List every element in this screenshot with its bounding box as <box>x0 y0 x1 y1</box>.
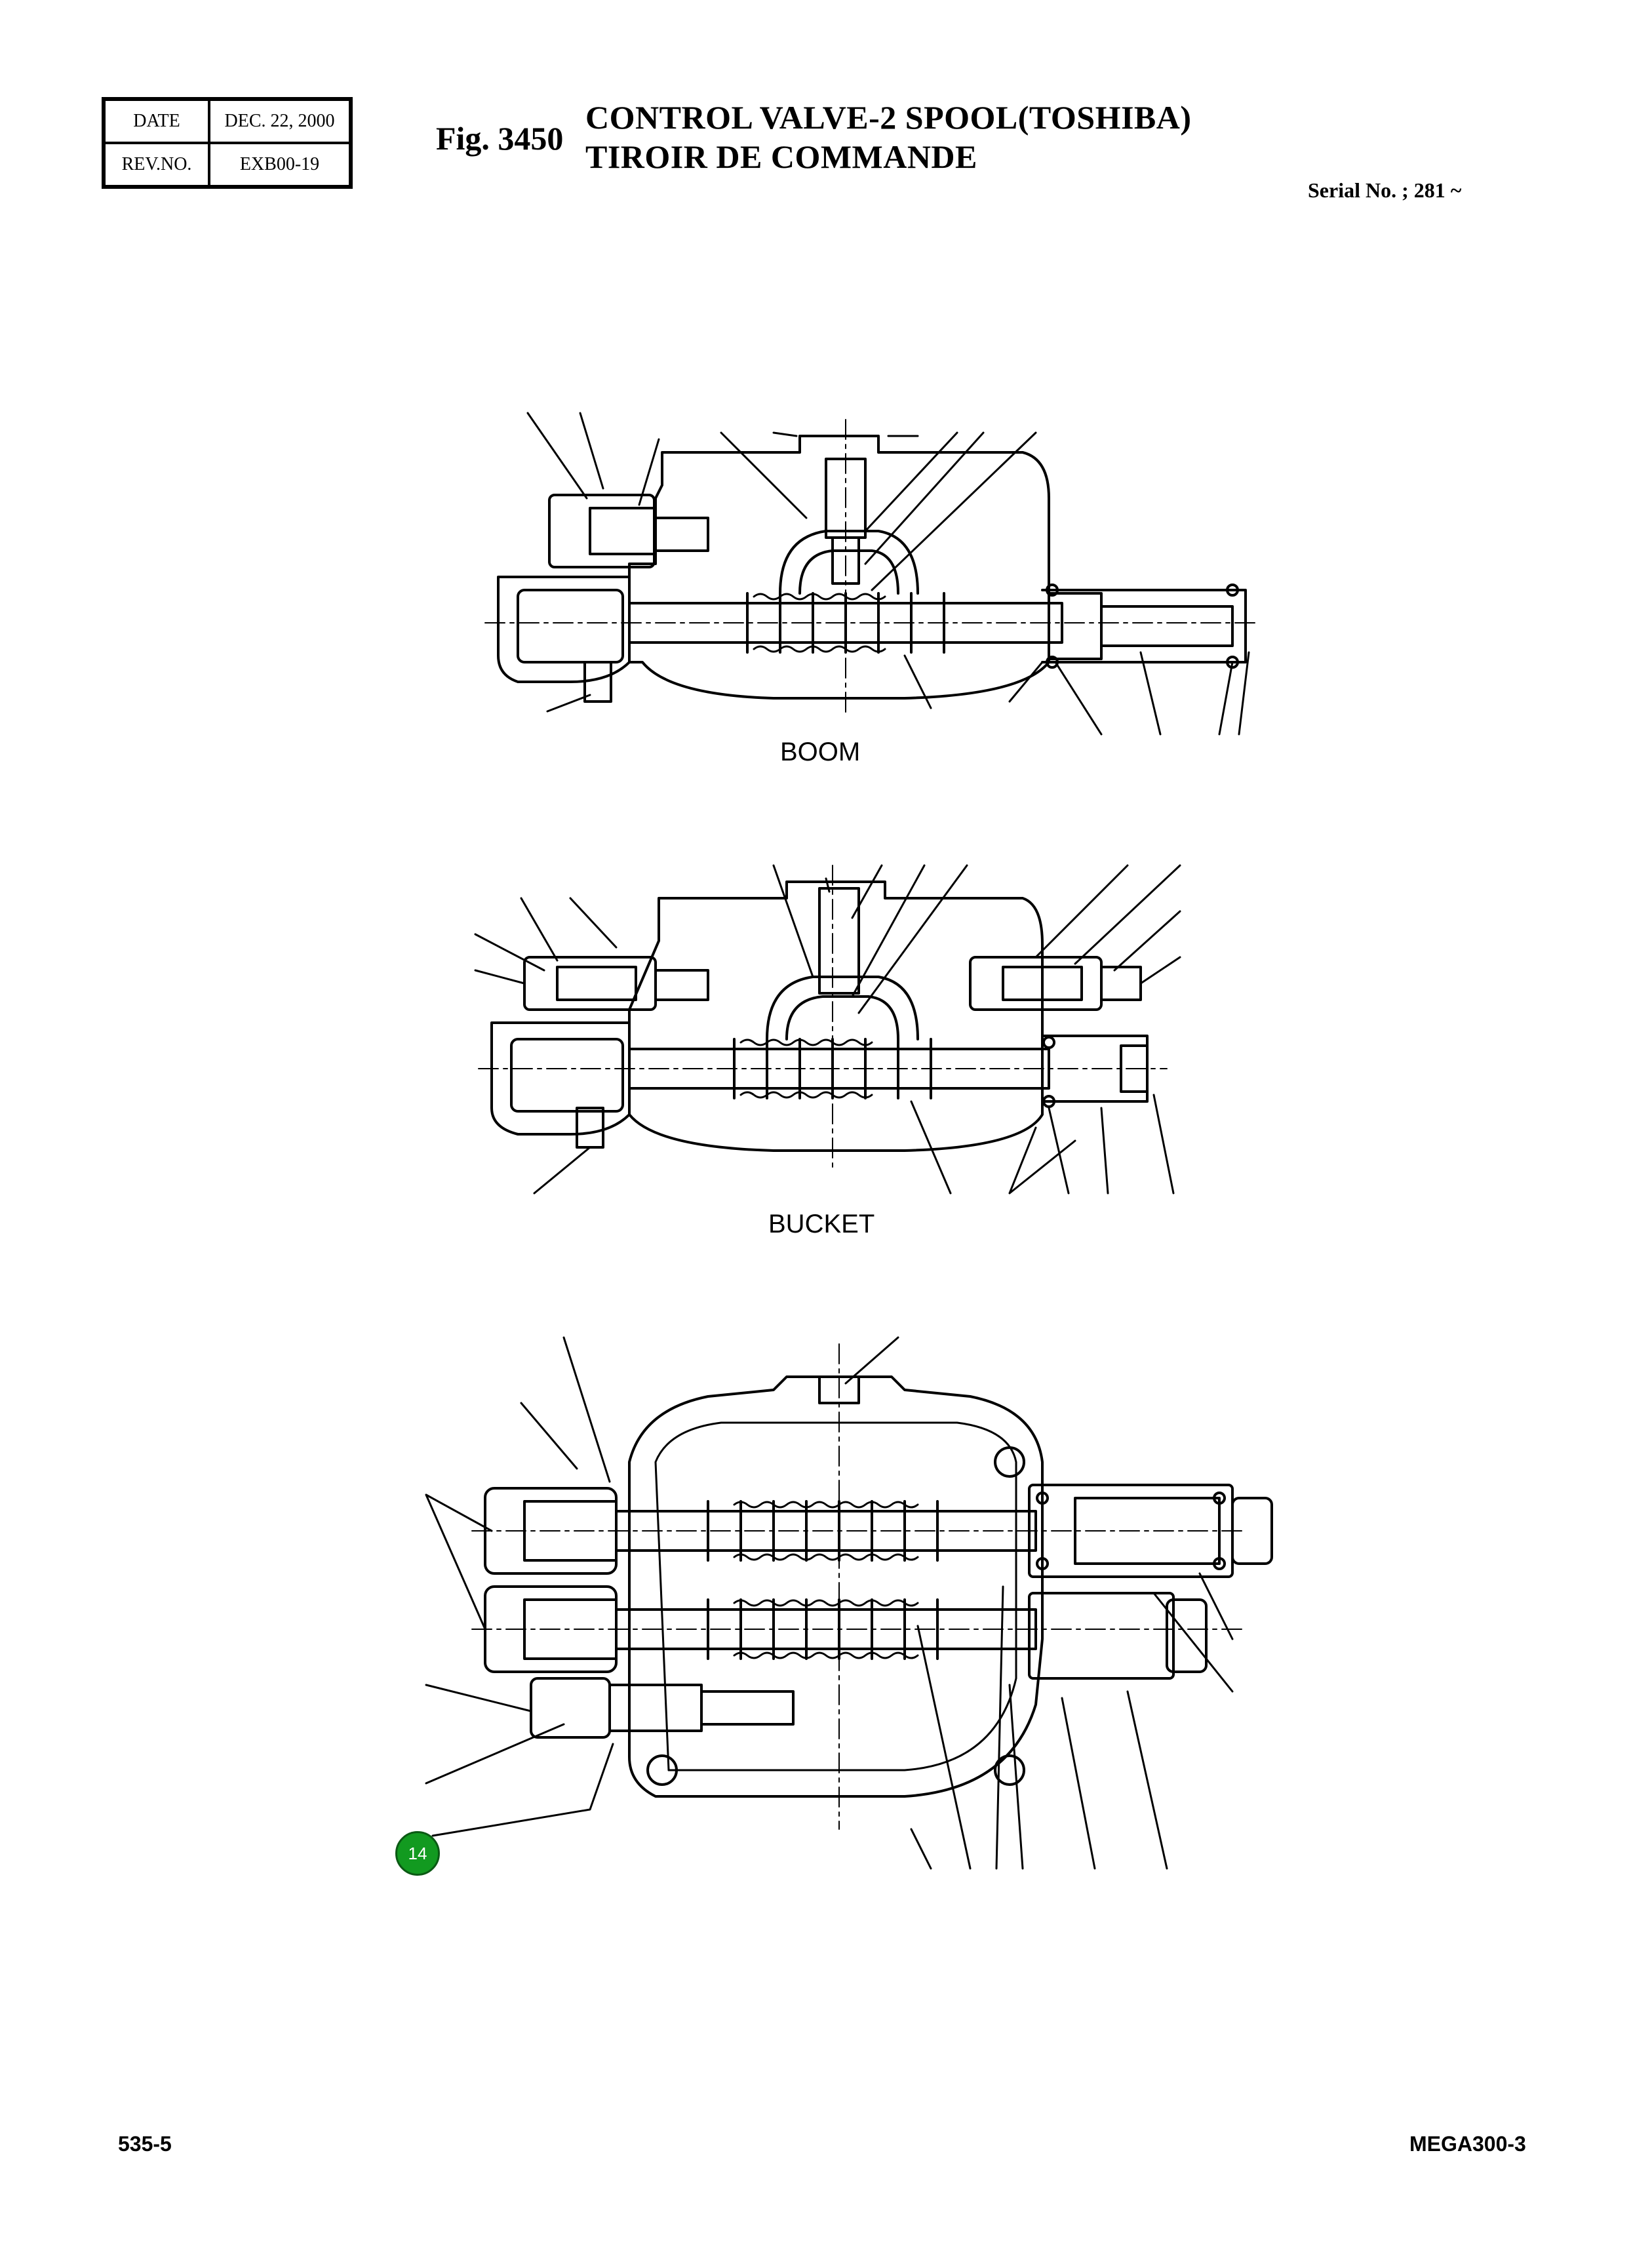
boom-label: BOOM <box>780 738 861 766</box>
date-value: DEC. 22, 2000 <box>209 100 350 143</box>
title-french: TIROIR DE COMMANDE <box>585 138 977 175</box>
spool-pair-view <box>425 1336 1273 1870</box>
bucket-view <box>474 864 1181 1195</box>
figure-number: Fig. 3450 <box>436 120 564 157</box>
boom-view <box>484 412 1259 736</box>
revision-table: DATE DEC. 22, 2000 REV.NO. EXB00-19 <box>102 97 353 189</box>
rev-value: EXB00-19 <box>209 143 350 186</box>
date-label: DATE <box>104 100 209 143</box>
part-callout-14[interactable]: 14 <box>395 1831 440 1876</box>
model-code: MEGA300-3 <box>1409 2132 1526 2156</box>
title-english: CONTROL VALVE-2 SPOOL(TOSHIBA) <box>585 99 1192 136</box>
page-number: 535-5 <box>118 2132 172 2156</box>
serial-number: Serial No. ; 281 ~ <box>1308 178 1462 202</box>
bucket-label: BUCKET <box>768 1210 875 1238</box>
rev-label: REV.NO. <box>104 143 209 186</box>
